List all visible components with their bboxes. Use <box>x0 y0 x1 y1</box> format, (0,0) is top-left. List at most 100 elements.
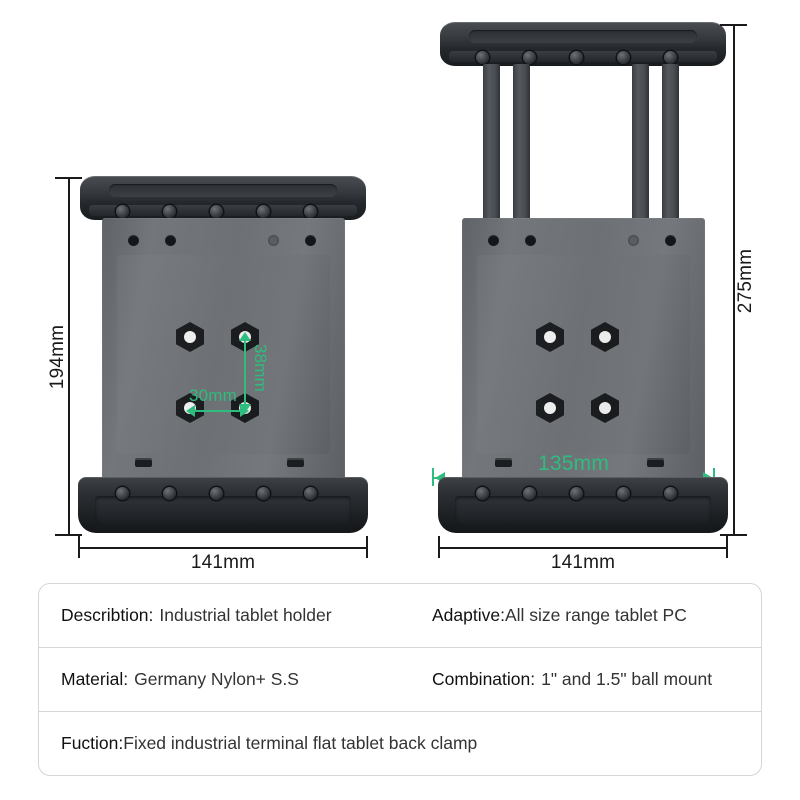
plate-hole <box>525 235 536 246</box>
clamp-screw <box>617 51 630 64</box>
spec-key: Describtion: <box>61 605 154 625</box>
spec-cell-description: Describtion: Industrial tablet holder <box>39 584 424 647</box>
bottom-clamp-cradle <box>438 477 728 533</box>
clamp-screw <box>664 51 677 64</box>
spec-key: Material: <box>61 669 129 689</box>
width-dimension-tick-right <box>726 536 728 558</box>
height-dimension-label-right: 275mm <box>735 248 756 314</box>
height-dimension-tick-top <box>55 177 82 179</box>
clamp-groove <box>468 29 698 44</box>
extension-rail <box>632 64 649 226</box>
mount-hexnut <box>591 393 619 423</box>
cradle-screw <box>617 487 630 500</box>
height-dimension-line-right <box>733 24 735 535</box>
hexnut-bore <box>544 402 556 414</box>
plate-slot <box>287 458 304 467</box>
hole-pattern-vertical-label: 38mm <box>251 343 271 393</box>
hexnut-bore <box>544 331 556 343</box>
cradle-screw <box>304 487 317 500</box>
clamp-screw <box>523 51 536 64</box>
spec-value: Germany Nylon+ S.S <box>134 669 299 689</box>
mount-hexnut <box>536 393 564 423</box>
spec-cell-material: Material: Germany Nylon+ S.S <box>39 648 424 711</box>
spec-value: Industrial tablet holder <box>159 605 332 625</box>
clamp-screw <box>210 205 223 218</box>
height-dimension-label-left: 194mm <box>47 324 68 390</box>
width-dimension-tick-right <box>366 536 368 558</box>
product-view-closed: 38mm 30mm <box>0 0 400 570</box>
plate-slot <box>647 458 664 467</box>
width-dimension-line-left <box>78 547 368 549</box>
cradle-screw <box>257 487 270 500</box>
spec-cell-function: Fuction: Fixed industrial terminal flat … <box>39 712 761 775</box>
clamp-screw <box>304 205 317 218</box>
hexnut-bore <box>599 402 611 414</box>
spec-value: 1" and 1.5" ball mount <box>541 669 713 689</box>
cradle-screw <box>116 487 129 500</box>
clamp-screw <box>570 51 583 64</box>
spec-row: Material: Germany Nylon+ S.S Combination… <box>39 648 761 712</box>
width-dimension-tick-left <box>78 536 80 558</box>
hexnut-bore <box>599 331 611 343</box>
width-dimension-label-left: 141mm <box>190 552 256 573</box>
width-dimension-label-right: 141mm <box>550 552 616 573</box>
clamp-screw <box>476 51 489 64</box>
spec-row: Describtion: Industrial tablet holder Ad… <box>39 584 761 648</box>
hole-pattern-arrow-right <box>240 405 249 417</box>
hexnut-bore <box>184 331 196 343</box>
width-dimension-tick-left <box>438 536 440 558</box>
height-dimension-tick-top <box>720 24 747 26</box>
hole-pattern-vertical-line <box>244 334 246 412</box>
hole-pattern-horizontal-line <box>190 410 246 412</box>
hole-pattern-horizontal-label: 30mm <box>189 386 238 405</box>
product-view-extended: 135mm <box>400 0 800 570</box>
plate-width-cap-left <box>432 468 434 486</box>
clamp-groove <box>108 183 338 198</box>
bottom-clamp-cradle <box>78 477 368 533</box>
height-dimension-tick-bottom <box>55 534 82 536</box>
clamp-screw <box>163 205 176 218</box>
cradle-tray <box>95 496 351 526</box>
hole-pattern-arrow-left <box>186 405 195 417</box>
tablet-backplate <box>462 218 705 480</box>
plate-slot <box>135 458 152 467</box>
cradle-screw <box>523 487 536 500</box>
height-dimension-line-left <box>68 177 70 535</box>
extension-rail <box>662 64 679 226</box>
cradle-screw <box>163 487 176 500</box>
clamp-lip <box>88 205 358 217</box>
plate-slot <box>495 458 512 467</box>
spec-row: Fuction: Fixed industrial terminal flat … <box>39 712 761 775</box>
plate-hole <box>268 235 279 246</box>
spec-key: Fuction: <box>61 733 124 753</box>
clamp-lip <box>448 51 718 63</box>
spec-table: Describtion: Industrial tablet holder Ad… <box>38 583 762 776</box>
cradle-screw <box>210 487 223 500</box>
height-dimension-tick-bottom <box>720 534 747 536</box>
plate-hole <box>488 235 499 246</box>
spec-value: All size range tablet PC <box>504 605 687 625</box>
plate-width-label: 135mm <box>537 452 610 475</box>
clamp-screw <box>257 205 270 218</box>
mount-hexnut <box>591 322 619 352</box>
clamp-screw <box>116 205 129 218</box>
cradle-screw <box>664 487 677 500</box>
extension-rail <box>513 64 530 226</box>
spec-key: Adaptive: <box>432 605 505 625</box>
width-dimension-line-right <box>438 547 728 549</box>
hole-pattern-arrow-up <box>239 332 251 341</box>
plate-hole <box>165 235 176 246</box>
cradle-screw <box>476 487 489 500</box>
spec-cell-combination: Combination: 1" and 1.5" ball mount <box>424 648 761 711</box>
spec-value: Fixed industrial terminal flat tablet ba… <box>123 733 478 753</box>
mount-hexnut <box>536 322 564 352</box>
cradle-screw <box>570 487 583 500</box>
plate-hole <box>128 235 139 246</box>
mount-hexnut <box>176 322 204 352</box>
plate-hole <box>628 235 639 246</box>
plate-hole <box>665 235 676 246</box>
cradle-tray <box>455 496 711 526</box>
tablet-backplate <box>102 218 345 480</box>
extension-rail <box>483 64 500 226</box>
plate-hole <box>305 235 316 246</box>
